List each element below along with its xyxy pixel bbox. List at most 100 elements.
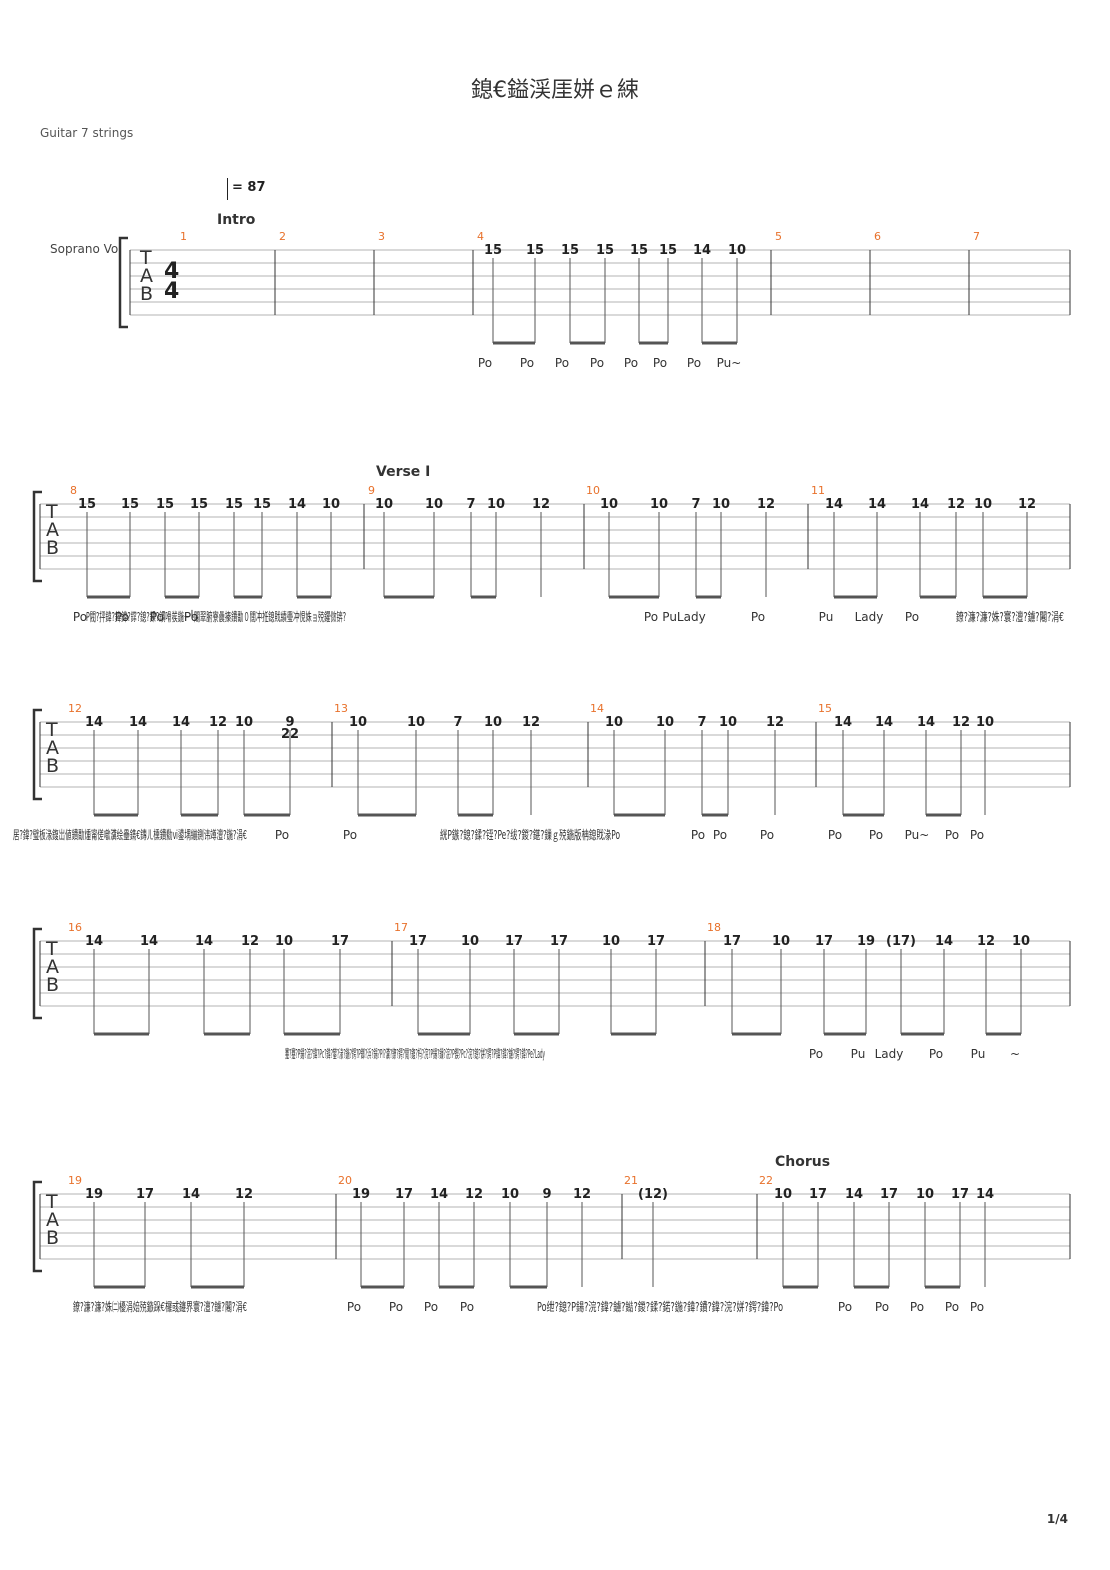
bar-number: 12 bbox=[68, 702, 82, 715]
lyric: Po bbox=[653, 356, 667, 370]
fret-number: 17 bbox=[951, 1187, 969, 1202]
fret-number: 12 bbox=[952, 715, 970, 730]
lyric: Po bbox=[520, 356, 534, 370]
tab-clef-letter: T bbox=[139, 247, 152, 269]
fret-number: 10 bbox=[407, 715, 425, 730]
tab-clef-letter: T bbox=[45, 719, 58, 741]
lyric: Po bbox=[115, 610, 129, 624]
fret-number: 14 bbox=[976, 1187, 994, 1202]
fret-number: 9 bbox=[285, 715, 294, 730]
fret-number: 10 bbox=[602, 934, 620, 949]
lyric: Po bbox=[945, 1300, 959, 1314]
fret-number: 17 bbox=[331, 934, 349, 949]
lyric: Po bbox=[809, 1047, 823, 1061]
fret-number: 9 bbox=[542, 1187, 551, 1202]
fret-number: (17) bbox=[886, 934, 916, 949]
tab-clef-letter: T bbox=[45, 938, 58, 960]
instrument-label: Guitar 7 strings bbox=[40, 126, 134, 140]
system-bracket bbox=[118, 236, 128, 329]
fret-number: 10 bbox=[719, 715, 737, 730]
fret-number: 22 bbox=[281, 727, 299, 742]
fret-number: 10 bbox=[712, 497, 730, 512]
fret-number: 14 bbox=[834, 715, 852, 730]
fret-number: 15 bbox=[121, 497, 139, 512]
fret-number: 14 bbox=[182, 1187, 200, 1202]
lyric: Pu~ bbox=[717, 356, 742, 370]
lyric: Pu bbox=[819, 610, 834, 624]
lyric: ~ bbox=[1010, 1047, 1020, 1061]
lyric: Po绁?鎴?P鍚?浣?鍏?鐪?鐑?鍐?鍒?鍩?鍦?鍏?鐨?鍏?浣?姘?鍔?鍏?P… bbox=[537, 1299, 783, 1314]
fret-number: 12 bbox=[235, 1187, 253, 1202]
fret-number: (12) bbox=[638, 1187, 668, 1202]
lyric: Pu bbox=[971, 1047, 986, 1061]
time-signature: 4 bbox=[164, 259, 179, 284]
lyric: Po bbox=[73, 610, 87, 624]
lyric: 鐐?濂?濂?姝㈡櫌涓婄殑鏃跺€欏彧鑳界寰?澶?鐪?闂?涓€ bbox=[73, 1299, 247, 1314]
tab-clef-letter: A bbox=[140, 265, 153, 287]
fret-number: 12 bbox=[766, 715, 784, 730]
bar-number: 10 bbox=[586, 484, 600, 497]
lyric: Po bbox=[760, 828, 774, 842]
lyric: Po bbox=[343, 828, 357, 842]
fret-number: 10 bbox=[656, 715, 674, 730]
bar-number: 9 bbox=[368, 484, 375, 497]
bar-number: 2 bbox=[279, 230, 286, 243]
lyric: Po bbox=[389, 1300, 403, 1314]
fret-number: 12 bbox=[522, 715, 540, 730]
fret-number: 17 bbox=[136, 1187, 154, 1202]
fret-number: 14 bbox=[85, 934, 103, 949]
fret-number: 10 bbox=[461, 934, 479, 949]
fret-number: 10 bbox=[728, 243, 746, 258]
fret-number: 10 bbox=[235, 715, 253, 730]
lyric: Po bbox=[347, 1300, 361, 1314]
fret-number: 7 bbox=[466, 497, 475, 512]
system-bracket bbox=[32, 708, 42, 801]
fret-number: 15 bbox=[526, 243, 544, 258]
fret-number: 12 bbox=[977, 934, 995, 949]
tab-clef-letter: A bbox=[46, 737, 59, 759]
bar-number: 3 bbox=[378, 230, 385, 243]
lyric: Po bbox=[713, 828, 727, 842]
system-bracket bbox=[32, 927, 42, 1020]
fret-number: 15 bbox=[659, 243, 677, 258]
fret-number: 14 bbox=[911, 497, 929, 512]
lyric: Pu bbox=[851, 1047, 866, 1061]
lyric: Po bbox=[910, 1300, 924, 1314]
fret-number: 10 bbox=[974, 497, 992, 512]
bar-number: 13 bbox=[334, 702, 348, 715]
fret-number: 19 bbox=[352, 1187, 370, 1202]
fret-number: 12 bbox=[465, 1187, 483, 1202]
bar-number: 17 bbox=[394, 921, 408, 934]
fret-number: 10 bbox=[501, 1187, 519, 1202]
lyric: Po bbox=[478, 356, 492, 370]
lyric: Po bbox=[945, 828, 959, 842]
fret-number: 17 bbox=[815, 934, 833, 949]
bar-number: 15 bbox=[818, 702, 832, 715]
tempo-value: = 87 bbox=[232, 180, 266, 195]
system-bracket bbox=[32, 490, 42, 583]
fret-number: 15 bbox=[561, 243, 579, 258]
fret-number: 15 bbox=[190, 497, 208, 512]
lyric: Po bbox=[838, 1300, 852, 1314]
tab-clef-letter: B bbox=[140, 283, 153, 305]
fret-number: 10 bbox=[916, 1187, 934, 1202]
quarter-note-icon bbox=[227, 178, 228, 200]
fret-number: 14 bbox=[85, 715, 103, 730]
lyric: Po bbox=[970, 828, 984, 842]
bar-number: 11 bbox=[811, 484, 825, 497]
fret-number: 17 bbox=[550, 934, 568, 949]
fret-number: 17 bbox=[723, 934, 741, 949]
bar-number: 22 bbox=[759, 1174, 773, 1187]
fret-number: 14 bbox=[917, 715, 935, 730]
lyric: Po bbox=[555, 356, 569, 370]
lyric: Po bbox=[970, 1300, 984, 1314]
fret-number: 10 bbox=[275, 934, 293, 949]
lyric: Po bbox=[624, 356, 638, 370]
system-bracket bbox=[32, 1180, 42, 1273]
fret-number: 15 bbox=[253, 497, 271, 512]
tab-clef-letter: A bbox=[46, 1209, 59, 1231]
fret-number: 17 bbox=[505, 934, 523, 949]
lyric: Lady bbox=[875, 1047, 904, 1061]
